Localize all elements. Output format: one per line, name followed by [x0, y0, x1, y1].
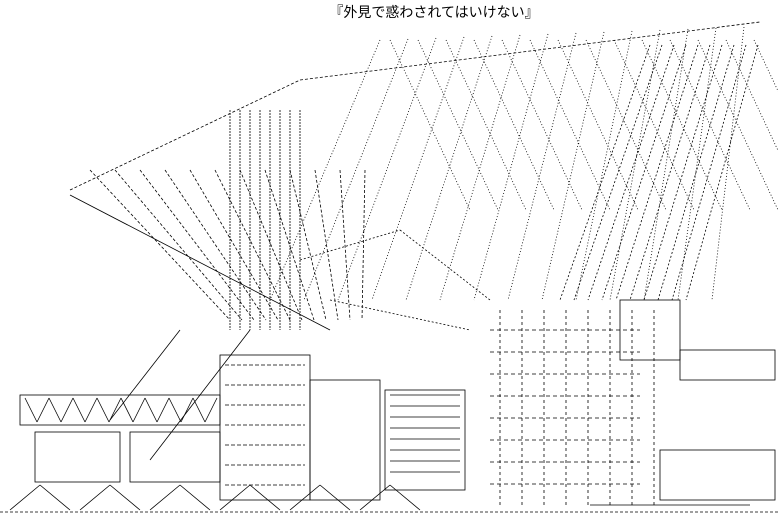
building: [309, 379, 381, 501]
building: [34, 431, 121, 483]
ray-line: [445, 39, 527, 211]
art-title: 『外見で惑わされてはいけない』: [329, 5, 539, 21]
lattice-line: [189, 169, 279, 321]
lattice-line: [164, 169, 267, 321]
ray-line: [657, 44, 735, 301]
ray-line: [587, 44, 675, 301]
roof-line: [319, 484, 351, 511]
ray-line: [643, 28, 689, 301]
building: [129, 431, 221, 483]
support-line: [149, 329, 251, 461]
building: [619, 299, 681, 361]
funnel-edge: [69, 194, 331, 331]
roof-line: [179, 484, 211, 511]
ray-line: [629, 44, 711, 301]
lattice-line: [72, 397, 86, 423]
lattice-line: [214, 169, 291, 321]
roof-line: [149, 484, 181, 511]
chevron-line: [399, 229, 491, 301]
ray-line: [573, 44, 663, 301]
ray-line: [609, 29, 661, 301]
ray-line: [557, 39, 639, 211]
ray-line: [501, 39, 583, 211]
lattice-line: [60, 397, 74, 423]
ray-line: [669, 39, 751, 211]
lattice-line: [289, 169, 327, 321]
ray-line: [559, 44, 651, 301]
lattice-line: [314, 169, 339, 321]
building: [659, 449, 776, 501]
ray-line: [601, 44, 687, 301]
lattice-line: [120, 397, 134, 423]
ray-line: [615, 44, 699, 301]
ray-line: [677, 27, 717, 301]
lattice-line: [48, 397, 62, 423]
roof-line: [249, 484, 281, 511]
building: [219, 354, 311, 501]
lattice-line: [339, 169, 351, 321]
roof-line: [79, 484, 111, 511]
roof-line: [9, 484, 41, 511]
ray-line: [641, 39, 723, 211]
ray-line: [613, 39, 695, 211]
lattice-line: [132, 397, 146, 423]
lattice-line: [144, 397, 158, 423]
ray-line: [725, 39, 778, 152]
lattice-line: [156, 397, 170, 423]
roof-line: [289, 484, 321, 511]
chevron-line: [299, 229, 401, 261]
chevron-line: [329, 299, 471, 331]
ray-line: [575, 30, 633, 301]
ray-line: [269, 39, 381, 301]
ray-line: [671, 44, 747, 301]
ray-line: [473, 33, 549, 301]
ray-line: [303, 38, 409, 301]
lattice-line: [84, 397, 98, 423]
ray-line: [473, 39, 555, 211]
ray-line: [711, 26, 745, 301]
lattice-line: [139, 169, 255, 321]
support-line: [109, 329, 181, 421]
lattice-line: [361, 169, 366, 321]
lattice-line: [36, 397, 50, 423]
ray-line: [643, 44, 723, 301]
roof-line: [389, 484, 421, 511]
building: [679, 349, 776, 381]
ray-line: [685, 44, 759, 301]
ray-line: [585, 39, 667, 211]
roof-edge: [299, 21, 761, 81]
lattice-line: [264, 169, 315, 321]
roof-line: [39, 484, 71, 511]
lattice-line: [180, 397, 194, 423]
ray-line: [439, 34, 521, 301]
ray-line: [405, 35, 493, 301]
lattice-line: [24, 397, 38, 423]
ray-line: [417, 39, 499, 211]
lattice-line: [108, 397, 122, 423]
lattice-line: [89, 169, 231, 321]
lattice-line: [204, 397, 218, 423]
ray-line: [541, 31, 605, 301]
roof-line: [219, 484, 251, 511]
lattice-line: [168, 397, 182, 423]
ray-line: [697, 39, 778, 211]
ray-line: [337, 37, 437, 301]
roof-line: [359, 484, 391, 511]
lattice-line: [114, 169, 243, 321]
building: [384, 389, 466, 491]
ray-line: [507, 32, 577, 301]
lattice-line: [96, 397, 110, 423]
roof-line: [109, 484, 141, 511]
roof-edge: [69, 79, 301, 191]
ray-line: [389, 39, 471, 211]
ray-line: [529, 39, 611, 211]
